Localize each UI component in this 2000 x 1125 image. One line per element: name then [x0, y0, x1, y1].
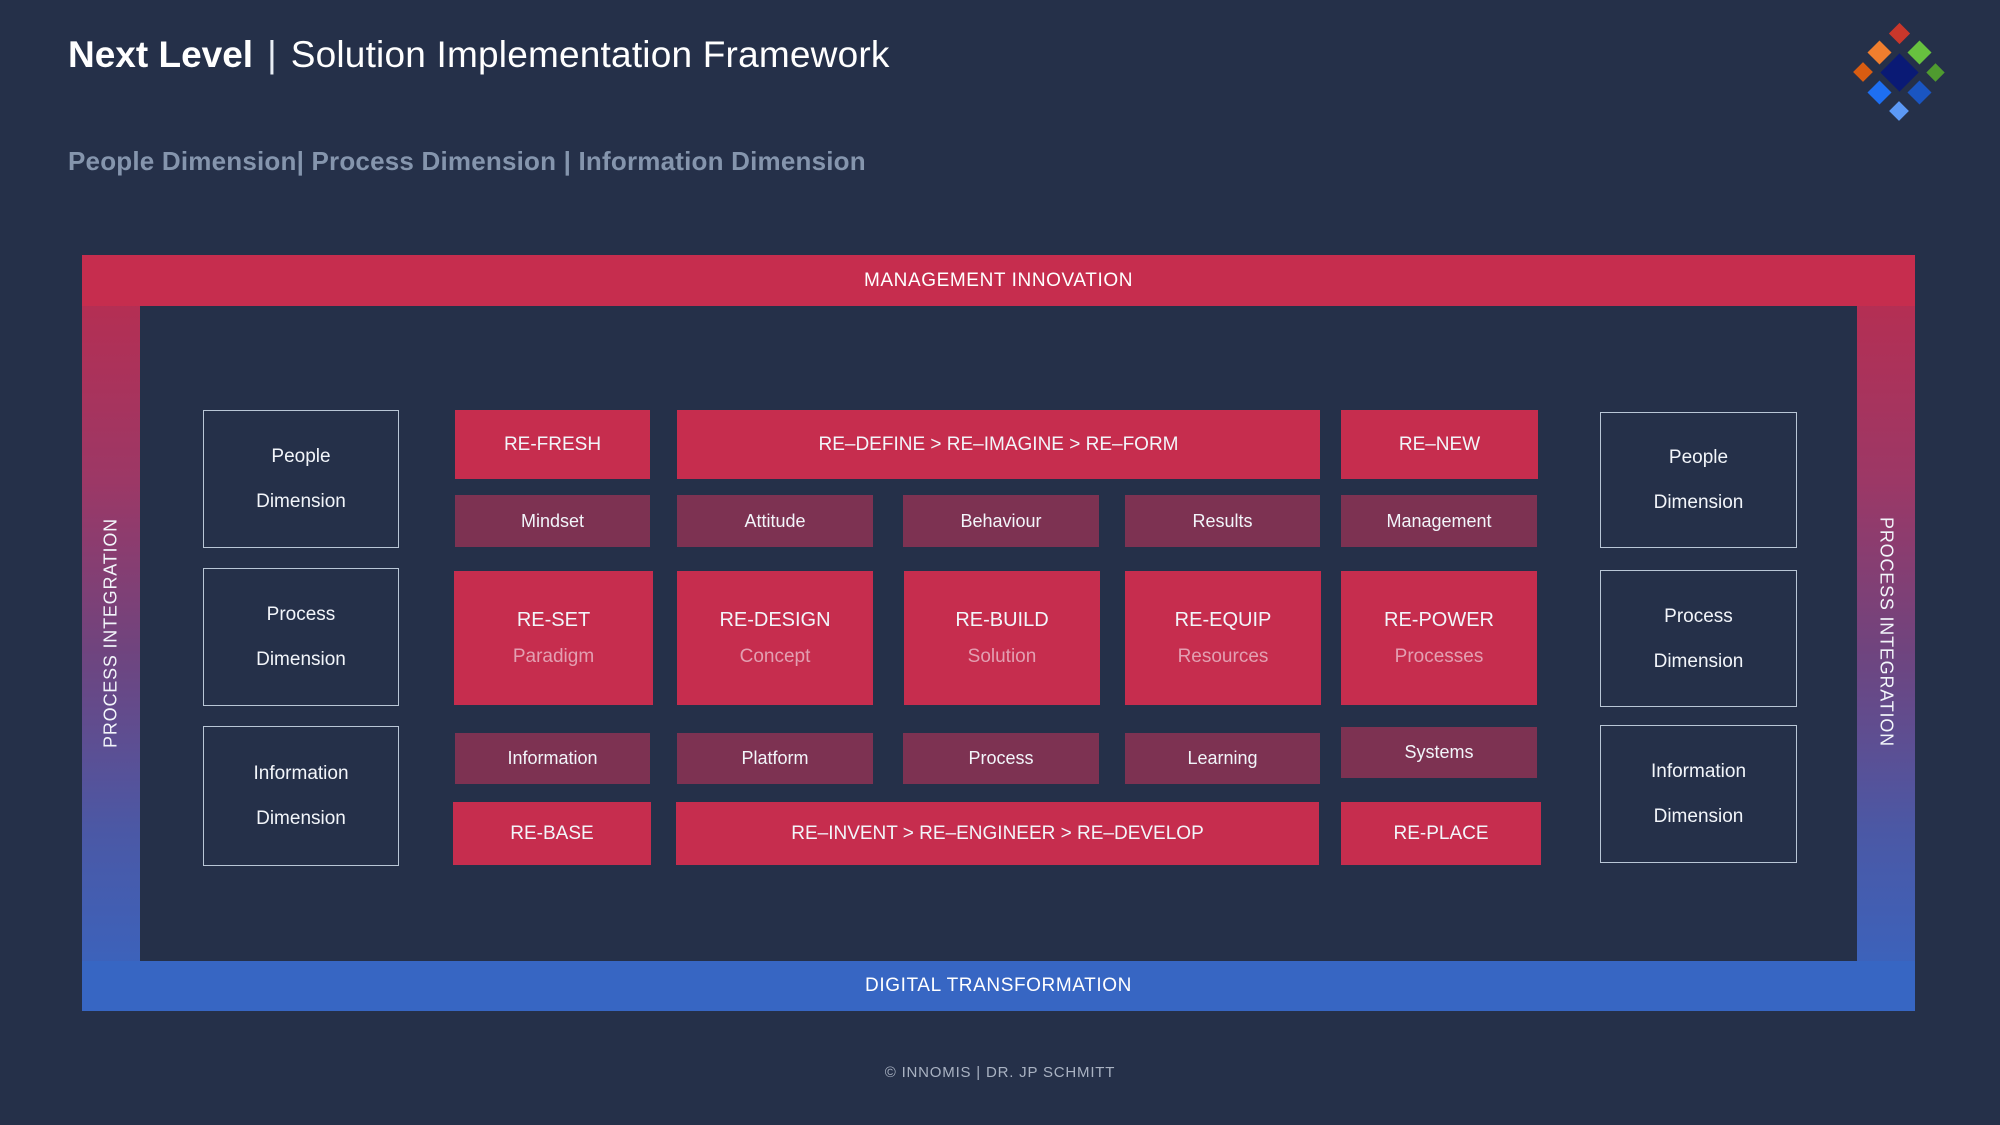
box-results: Results	[1125, 495, 1320, 547]
box-management: Management	[1341, 495, 1537, 547]
box-title: RE-POWER	[1384, 608, 1494, 631]
page-title: Next Level | Solution Implementation Frame…	[68, 34, 890, 76]
box-line: Dimension	[256, 808, 346, 829]
box-information: Information	[455, 733, 650, 784]
box-line: Process	[1664, 605, 1733, 627]
box-title: RE-BUILD	[955, 608, 1049, 631]
box-subtitle: Concept	[739, 645, 811, 667]
logo-diamond-left	[1853, 62, 1873, 82]
box-re-power: RE-POWER Processes	[1341, 571, 1537, 705]
box-line: Process	[266, 604, 336, 625]
box-line: Dimension	[1653, 492, 1744, 513]
title-text: Solution Implementation Framework	[290, 34, 890, 75]
logo-diamond-bottom	[1889, 101, 1909, 121]
box-attitude: Attitude	[677, 495, 873, 547]
process-integration-label-right: PROCESS INTEGRATION	[1876, 517, 1897, 747]
box-title: RE-SET	[516, 608, 591, 631]
box-re-new: RE–NEW	[1341, 410, 1538, 479]
box-subtitle: Solution	[967, 645, 1037, 667]
box-re-define-imagine-form: RE–DEFINE > RE–IMAGINE > RE–FORM	[677, 410, 1320, 479]
box-behaviour: Behaviour	[903, 495, 1099, 547]
logo-diamond-center	[1879, 52, 1919, 92]
box-subtitle: Resources	[1177, 645, 1269, 667]
box-re-design: RE-DESIGN Concept	[677, 571, 873, 705]
left-process-dimension-box: Process Dimension	[203, 568, 399, 706]
box-line: Dimension	[256, 649, 346, 670]
box-re-equip: RE-EQUIP Resources	[1125, 571, 1321, 705]
logo-diamond-upper-left	[1866, 39, 1892, 65]
digital-transformation-bar: DIGITAL TRANSFORMATION	[82, 961, 1915, 1011]
title-separator: |	[267, 34, 277, 75]
box-line: Dimension	[1653, 806, 1744, 827]
box-re-set: RE-SET Paradigm	[454, 571, 653, 705]
box-title: RE-DESIGN	[719, 608, 831, 631]
dimensions-subtitle: People Dimension| Process Dimension | In…	[68, 146, 866, 176]
process-integration-label-left: PROCESS INTEGRATION	[100, 518, 121, 748]
box-re-base: RE-BASE	[453, 802, 651, 865]
box-line: Information	[253, 763, 349, 784]
box-learning: Learning	[1125, 733, 1320, 784]
box-subtitle: Processes	[1394, 645, 1484, 667]
box-re-invent-engineer-develop: RE–INVENT > RE–ENGINEER > RE–DEVELOP	[676, 802, 1319, 865]
box-line: Dimension	[1653, 650, 1744, 672]
box-subtitle: Paradigm	[512, 645, 595, 667]
box-line: Information	[1650, 761, 1747, 782]
left-people-dimension-box: People Dimension	[203, 410, 399, 548]
logo-diamond-right	[1925, 62, 1945, 82]
box-re-fresh: RE-FRESH	[455, 410, 650, 479]
logo-diamond-lower-right	[1906, 79, 1932, 105]
box-line: People	[1668, 447, 1729, 468]
box-re-build: RE-BUILD Solution	[904, 571, 1100, 705]
logo-diamond-lower-left	[1866, 79, 1892, 105]
right-process-dimension-box: Process Dimension	[1600, 570, 1797, 707]
digital-transformation-label: DIGITAL TRANSFORMATION	[865, 975, 1132, 996]
left-information-dimension-box: Information Dimension	[203, 726, 399, 866]
box-process: Process	[903, 733, 1099, 784]
logo-diamond-top	[1888, 22, 1910, 44]
box-line: People	[271, 446, 331, 467]
right-information-dimension-box: Information Dimension	[1600, 725, 1797, 863]
box-re-place: RE-PLACE	[1341, 802, 1541, 865]
box-platform: Platform	[677, 733, 873, 784]
logo-diamond-upper-right	[1906, 39, 1932, 65]
box-systems: Systems	[1341, 727, 1537, 778]
brand-name: Next Level	[68, 34, 254, 75]
innomis-logo-icon	[1853, 22, 1945, 121]
box-title: RE-EQUIP	[1174, 608, 1272, 631]
copyright-footer: © INNOMIS | DR. JP SCHMITT	[884, 1064, 1116, 1081]
right-people-dimension-box: People Dimension	[1600, 412, 1797, 548]
management-innovation-bar: MANAGEMENT INNOVATION	[82, 255, 1915, 306]
box-mindset: Mindset	[455, 495, 650, 547]
management-innovation-label: MANAGEMENT INNOVATION	[863, 269, 1134, 291]
box-line: Dimension	[256, 491, 346, 512]
